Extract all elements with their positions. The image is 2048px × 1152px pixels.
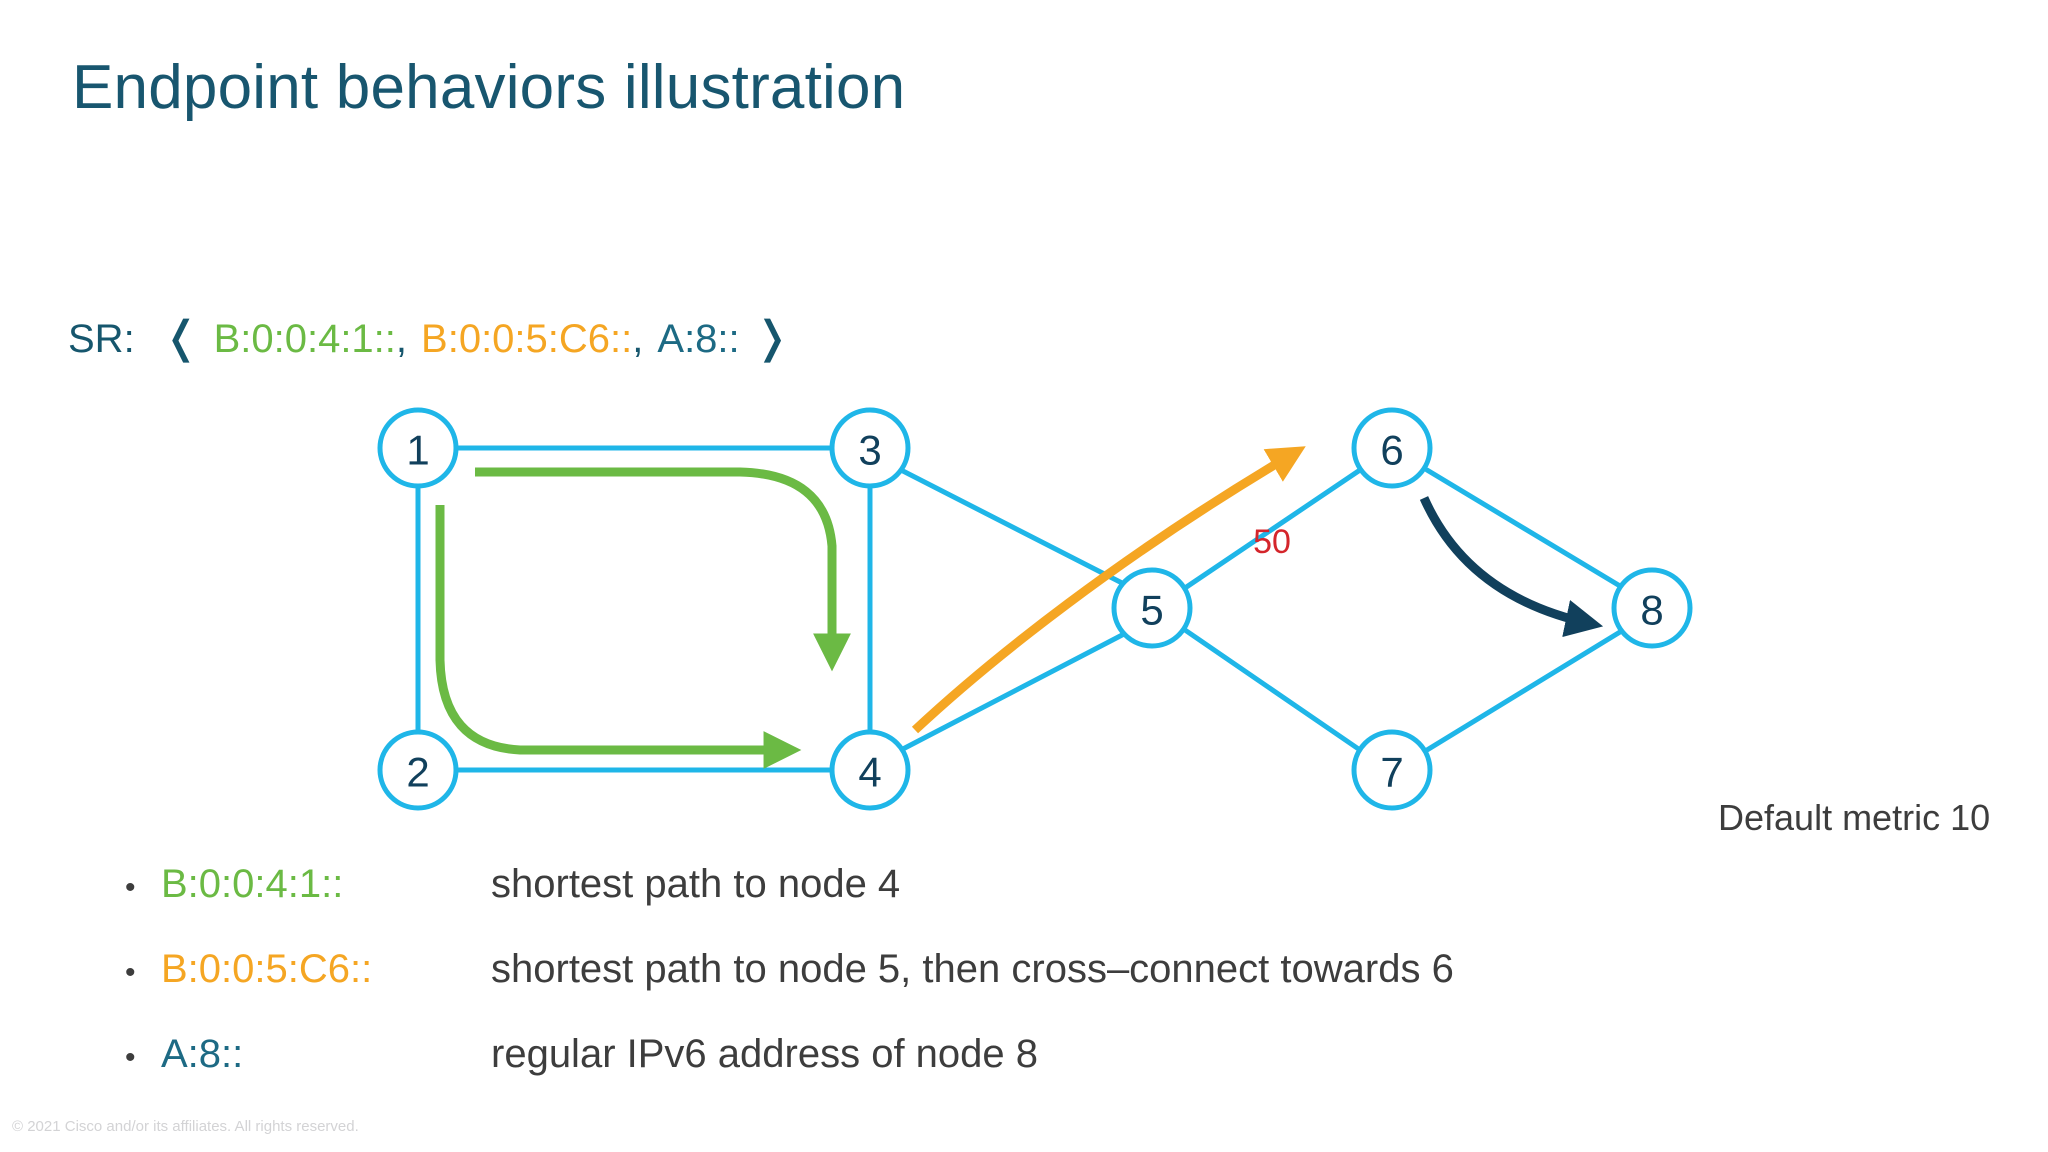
sr-open-bracket-icon: ❬ xyxy=(162,313,200,362)
link-7-8 xyxy=(1424,629,1623,753)
sr-segment-2: A:8:: xyxy=(657,317,740,361)
sr-separator-1: , xyxy=(632,317,644,361)
default-metric-note: Default metric 10 xyxy=(1718,797,1991,838)
node-4-circle[interactable] xyxy=(829,729,911,811)
overlay-path-amber xyxy=(911,446,1306,734)
node-1-label: 1 xyxy=(406,427,429,474)
legend-sid-2: A:8:: xyxy=(161,1032,244,1076)
sr-segment-list: SR:❬B:0:0:4:1::,B:0:0:5:C6::,A:8::❭ xyxy=(68,316,791,360)
node-7-circle[interactable] xyxy=(1351,729,1433,811)
node-4[interactable]: 4 xyxy=(829,729,911,811)
list-item: • B:0:0:5:C6:: shortest path to node 5, … xyxy=(125,947,1825,992)
legend-desc-0: shortest path to node 4 xyxy=(491,862,901,906)
sr-close-bracket-icon: ❭ xyxy=(753,313,791,362)
topology-nodes: 1 2 3 4 5 6 7 xyxy=(377,407,1693,811)
sr-separator-0: , xyxy=(395,317,408,361)
node-3[interactable]: 3 xyxy=(829,407,911,489)
overlay-path-navy xyxy=(1419,496,1604,638)
topology-links xyxy=(415,445,1623,773)
node-5-circle[interactable] xyxy=(1111,567,1193,649)
link-4-5 xyxy=(898,631,1127,753)
link-metric-50: 50 xyxy=(1253,523,1291,561)
sr-segment-0: B:0:0:4:1:: xyxy=(213,317,396,361)
node-8-label: 8 xyxy=(1640,587,1663,634)
link-3-5 xyxy=(898,467,1127,587)
link-6-8 xyxy=(1424,467,1623,589)
node-8[interactable]: 8 xyxy=(1611,567,1693,649)
node-7[interactable]: 7 xyxy=(1351,729,1433,811)
node-5[interactable]: 5 xyxy=(1111,567,1193,649)
page-title: Endpoint behaviors illustration xyxy=(72,53,906,122)
node-5-label: 5 xyxy=(1140,587,1163,634)
bullet-icon: • xyxy=(125,956,136,989)
overlay-path-green-lower xyxy=(435,505,802,769)
footer-copyright: © 2021 Cisco and/or its affiliates. All … xyxy=(12,1118,359,1135)
node-6[interactable]: 6 xyxy=(1351,407,1433,489)
network-topology-diagram: 50 1 2 3 4 5 xyxy=(0,360,2048,860)
legend-desc-2: regular IPv6 address of node 8 xyxy=(491,1032,1039,1076)
node-3-label: 3 xyxy=(858,427,881,474)
node-6-circle[interactable] xyxy=(1351,407,1433,489)
link-5-7 xyxy=(1182,627,1363,753)
legend-desc-1: shortest path to node 5, then cross–conn… xyxy=(491,947,1454,991)
node-2[interactable]: 2 xyxy=(377,729,459,811)
node-4-label: 4 xyxy=(858,749,881,796)
node-8-circle[interactable] xyxy=(1611,567,1693,649)
node-1-circle[interactable] xyxy=(377,407,459,489)
legend-sid-0: B:0:0:4:1:: xyxy=(161,862,344,906)
node-2-circle[interactable] xyxy=(377,729,459,811)
list-item: • A:8:: regular IPv6 address of node 8 xyxy=(125,1032,1825,1077)
node-7-label: 7 xyxy=(1380,749,1403,796)
node-1[interactable]: 1 xyxy=(377,407,459,489)
node-3-circle[interactable] xyxy=(829,407,911,489)
topology-svg: 50 1 2 3 4 5 xyxy=(377,407,1693,811)
list-item: • B:0:0:4:1:: shortest path to node 4 xyxy=(125,862,1825,907)
overlay-path-green-upper xyxy=(475,467,851,672)
bullet-icon: • xyxy=(125,871,136,904)
link-5-6 xyxy=(1182,467,1363,591)
legend-list: • B:0:0:4:1:: shortest path to node 4 • … xyxy=(125,862,1825,1117)
legend-sid-1: B:0:0:5:C6:: xyxy=(161,947,373,991)
sr-segment-1: B:0:0:5:C6:: xyxy=(421,317,633,361)
sr-label: SR: xyxy=(68,317,135,361)
bullet-icon: • xyxy=(125,1041,136,1074)
node-2-label: 2 xyxy=(406,749,429,796)
node-6-label: 6 xyxy=(1380,427,1403,474)
